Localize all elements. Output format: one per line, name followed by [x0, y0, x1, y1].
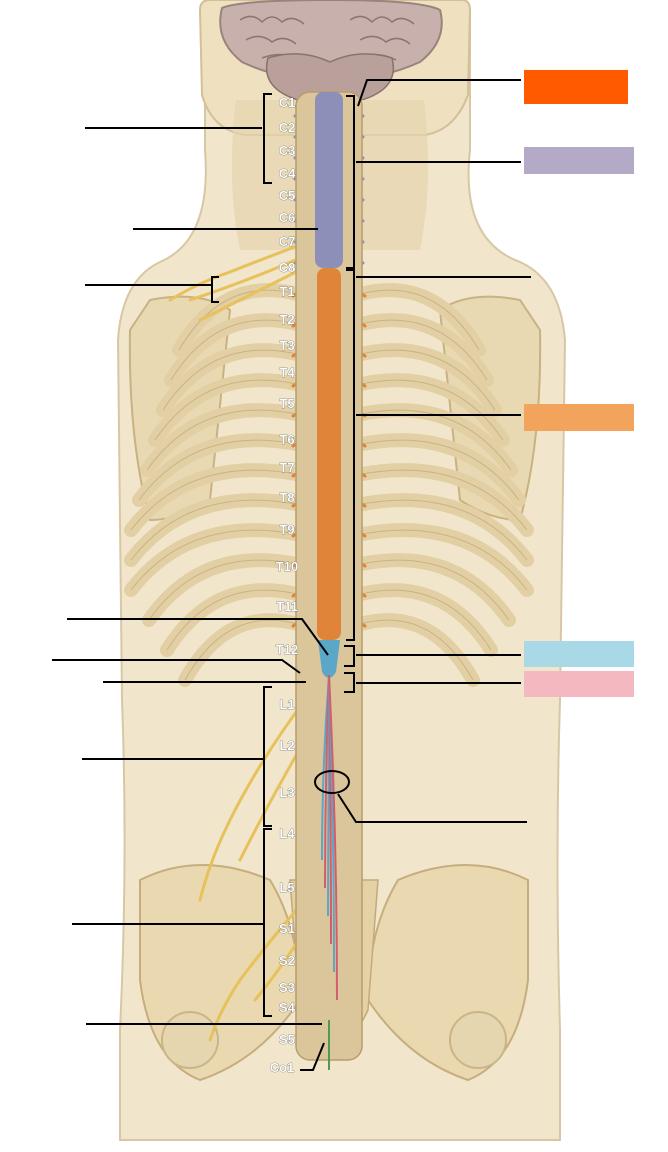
vertebra-label: T1 [279, 284, 294, 299]
legend-box-cervical [524, 147, 634, 174]
vertebra-label: L3 [279, 785, 294, 800]
rib-cage [124, 283, 534, 687]
rib-outline [356, 559, 510, 621]
legend-box-thoracic [524, 404, 634, 431]
vertebra-label: T6 [279, 432, 294, 447]
vertebra-label: C2 [279, 120, 296, 135]
vertebra-label: L4 [279, 826, 295, 841]
rib-outline [154, 379, 302, 441]
brachial-plexus-nerves [168, 243, 307, 1042]
bracket-sacral-segments [263, 828, 272, 1017]
spinal-cord [315, 92, 343, 1070]
vertebra-label: T8 [279, 490, 294, 505]
vertebra-label: T5 [279, 396, 294, 411]
rib-outline [356, 349, 496, 411]
vertebra-label: S2 [279, 953, 295, 968]
vertebra-label: T4 [279, 365, 295, 380]
rib-outline [356, 319, 488, 381]
legend [524, 70, 634, 697]
rib-outline [184, 619, 302, 681]
vertebra-label: S5 [279, 1032, 295, 1047]
rib-outline [356, 439, 520, 501]
rib-outline [356, 499, 528, 561]
rib-outline [356, 409, 512, 471]
vertebra-label: Co1 [270, 1060, 295, 1075]
bracket-lumbar-segments [263, 686, 272, 827]
vertebra-label: T12 [276, 642, 298, 657]
leader-coccygeal [300, 1042, 325, 1071]
rib-outline [178, 289, 302, 351]
bracket-sacral-right [344, 672, 355, 693]
rib-outline [356, 589, 492, 651]
rib-outline [130, 499, 302, 561]
cervical-cord [315, 92, 343, 268]
bracket-thoracic-right [346, 269, 355, 641]
bracket-brachial-plexus [211, 276, 219, 303]
vertebra-label: C6 [279, 210, 296, 225]
brain-folds [239, 15, 415, 61]
vertebra-label: S4 [279, 1000, 296, 1015]
vertebra-label: L5 [279, 880, 294, 895]
rib-outline [162, 349, 302, 411]
rib-outline [166, 589, 302, 651]
vertebra-label: S3 [279, 980, 295, 995]
cauda-equina-strand [328, 674, 338, 1001]
cauda-equina [321, 674, 338, 1001]
legend-box-sacral [524, 671, 634, 697]
vertebra-label: T10 [276, 559, 298, 574]
legend-box-medulla [524, 70, 628, 104]
rib-outline [356, 619, 474, 681]
vertebra-label: T2 [279, 312, 294, 327]
left-hip-joint [161, 1011, 219, 1069]
rib-outline [356, 379, 504, 441]
vertebra-label: C1 [279, 95, 296, 110]
vertebra-label: T7 [279, 460, 294, 475]
rib-outline [130, 529, 302, 591]
rib-outline [356, 289, 480, 351]
legend-box-lumbar [524, 641, 634, 667]
rib-outline [356, 469, 528, 531]
rib-outline [170, 319, 302, 381]
rib-outline [148, 559, 302, 621]
thoracic-cord [317, 268, 341, 640]
cauda-equina-ring [314, 770, 350, 794]
rib-outline [146, 409, 302, 471]
vertebra-label: C5 [279, 188, 296, 203]
leader-cauda-equina [337, 793, 527, 823]
vertebra-label: C4 [279, 166, 296, 181]
vertebra-label: L1 [279, 697, 294, 712]
bracket-lumbar-right [344, 645, 355, 667]
vertebra-label: T11 [276, 599, 298, 614]
bracket-cervical-right [346, 95, 355, 269]
leader-filum [52, 659, 301, 674]
right-hip-joint [449, 1011, 507, 1069]
leader-conus [67, 618, 329, 656]
vertebra-label: C3 [279, 143, 296, 158]
rib-outline [356, 529, 528, 591]
vertebra-label: T3 [279, 338, 294, 353]
vertebra-label: C7 [279, 234, 296, 249]
vertebra-labels: C1C2C3C4C5C6C7C8T1T2T3T4T5T6T7T8T9T10T11… [269, 95, 298, 1076]
rib-outline [138, 439, 302, 501]
vertebra-label: C8 [279, 260, 296, 275]
vertebra-label: L2 [279, 738, 294, 753]
vertebra-label: S1 [279, 921, 295, 936]
leader-medulla [357, 79, 521, 107]
vertebra-label: T9 [279, 522, 294, 537]
leader-lines [52, 79, 531, 1071]
bracket-cervical-segments [263, 93, 272, 184]
rib-outline [130, 469, 302, 531]
